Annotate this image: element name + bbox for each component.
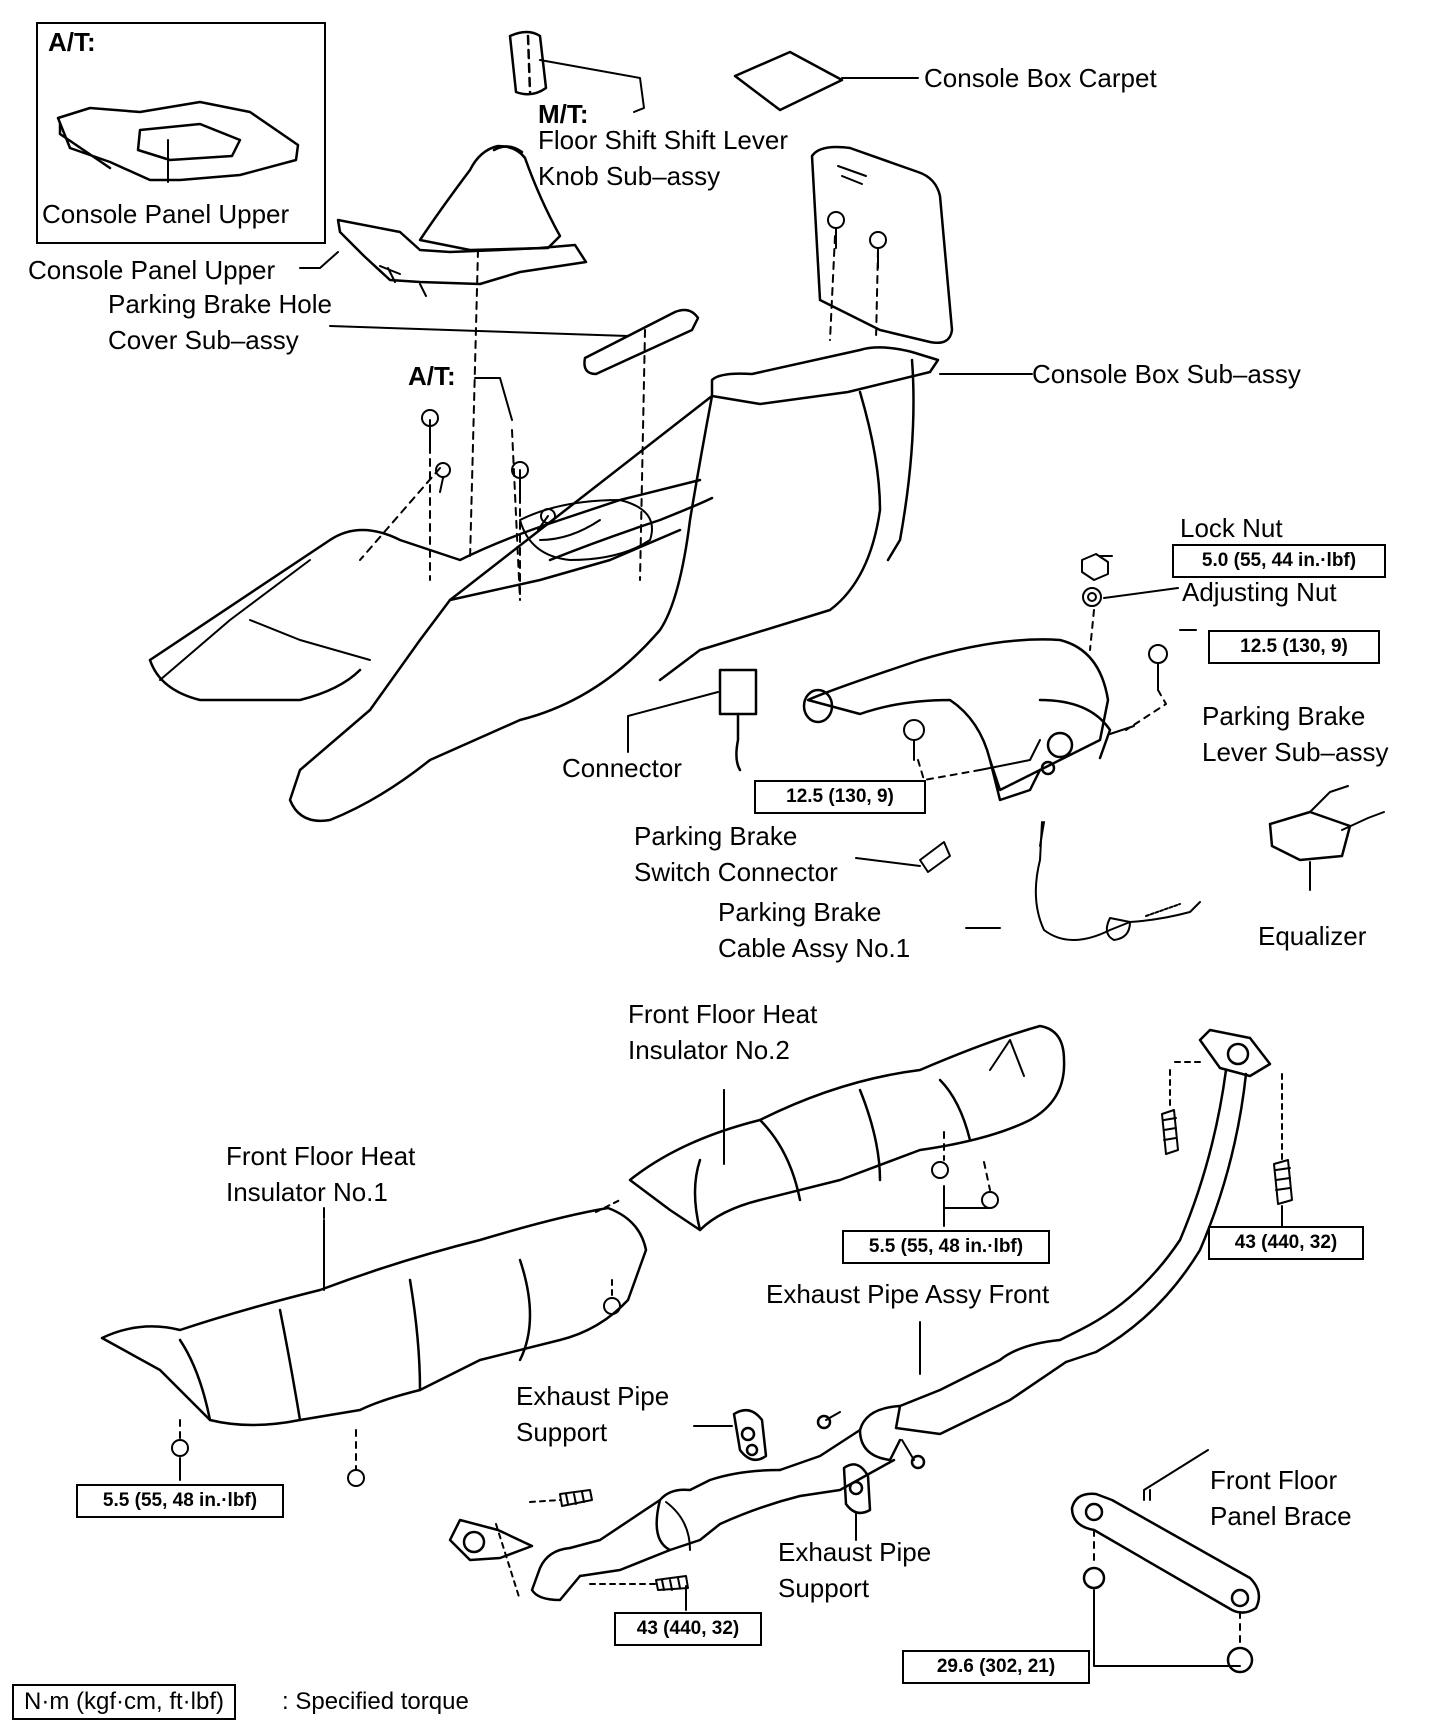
connector-label: Connector <box>562 753 682 783</box>
torque-brace: 29.6 (302, 21) <box>902 1650 1090 1684</box>
equalizer-drawing <box>1268 785 1385 891</box>
equalizer-label: Equalizer <box>1258 921 1367 951</box>
hole-cover-label-2: Cover Sub–assy <box>108 325 299 355</box>
torque-pipe-flange-upper: 43 (440, 32) <box>1208 1226 1364 1260</box>
legend-text: : Specified torque <box>282 1688 469 1715</box>
console-box-carpet-label: Console Box Carpet <box>924 63 1157 93</box>
console-box-subassy-label: Console Box Sub–assy <box>1032 359 1301 389</box>
parking-brake-cable-drawing <box>1034 821 1201 941</box>
exhaust-support-upper-label-1: Exhaust Pipe <box>516 1381 670 1411</box>
lock-nut-label: Lock Nut <box>1180 513 1283 543</box>
inset-console-panel-drawing <box>56 100 300 182</box>
insulator-nuts-drawing <box>171 1131 999 1487</box>
brace-label-2: Panel Brace <box>1210 1501 1352 1531</box>
exhaust-pipe-drawing <box>448 1028 1272 1602</box>
inset-part-label: Console Panel Upper <box>42 199 290 229</box>
switch-connector-drawing <box>855 841 951 873</box>
console-box-carpet-drawing <box>733 50 844 112</box>
exhaust-support-upper-label-2: Support <box>516 1417 608 1447</box>
at-inset-box <box>36 22 326 244</box>
parking-brake-lever-label-2: Lever Sub–assy <box>1202 737 1389 767</box>
exhaust-supports-drawing <box>693 1408 872 1541</box>
heat-insulator-2-label-1: Front Floor Heat <box>628 999 818 1029</box>
parking-brake-lever-label-1: Parking Brake <box>1202 701 1366 731</box>
at-label: A/T: <box>408 361 456 391</box>
floor-shift-knob-label-1: Floor Shift Shift Lever <box>538 125 788 155</box>
connector-drawing <box>627 668 758 772</box>
floor-panel-brace-drawing <box>1070 1489 1261 1674</box>
switch-connector-label-1: Parking Brake <box>634 821 798 851</box>
mt-label: M/T: <box>538 99 589 129</box>
torque-pipe-flange-lower: 43 (440, 32) <box>614 1612 762 1646</box>
console-panel-upper-label: Console Panel Upper <box>28 255 276 285</box>
label-leaders <box>167 77 1209 1501</box>
heat-insulator-1-label-1: Front Floor Heat <box>226 1141 416 1171</box>
shift-knob-drawing <box>508 30 645 113</box>
adjusting-nut-label: Adjusting Nut <box>1182 577 1337 607</box>
torque-lock-nut: 5.0 (55, 44 in.·lbf) <box>1172 544 1386 578</box>
brace-label-1: Front Floor <box>1210 1465 1338 1495</box>
console-screws-drawing <box>421 211 887 531</box>
floor-shift-knob-label-2: Knob Sub–assy <box>538 161 721 191</box>
parking-brake-lever-drawing <box>802 638 1112 802</box>
legend-unit-box: N·m (kgf·cm, ft·lbf) <box>12 1684 236 1720</box>
inset-title: A/T: <box>48 27 96 57</box>
exhaust-support-lower-label-1: Exhaust Pipe <box>778 1537 932 1567</box>
cable-label-2: Cable Assy No.1 <box>718 933 911 963</box>
console-box-drawing <box>148 145 954 823</box>
torque-insulator-1: 5.5 (55, 48 in.·lbf) <box>76 1484 284 1518</box>
torque-lever-upper: 12.5 (130, 9) <box>1208 630 1380 664</box>
lever-nuts-drawing <box>903 553 1168 781</box>
console-panel-upper-drawing <box>336 144 588 297</box>
heat-insulator-2-label-2: Insulator No.2 <box>628 1035 790 1065</box>
exhaust-pipe-assy-label: Exhaust Pipe Assy Front <box>766 1279 1050 1309</box>
heat-insulator-2-drawing <box>628 1024 1066 1232</box>
flange-bolts-drawing <box>529 1061 1293 1611</box>
torque-lever-lower: 12.5 (130, 9) <box>754 780 926 814</box>
exhaust-support-lower-label-2: Support <box>778 1573 870 1603</box>
hole-cover-drawing <box>583 308 700 376</box>
heat-insulator-1-drawing <box>100 1199 648 1427</box>
hole-cover-label-1: Parking Brake Hole <box>108 289 332 319</box>
cable-label-1: Parking Brake <box>718 897 882 927</box>
switch-connector-label-2: Switch Connector <box>634 857 838 887</box>
torque-insulator-2: 5.5 (55, 48 in.·lbf) <box>842 1230 1050 1264</box>
heat-insulator-1-label-2: Insulator No.1 <box>226 1177 388 1207</box>
